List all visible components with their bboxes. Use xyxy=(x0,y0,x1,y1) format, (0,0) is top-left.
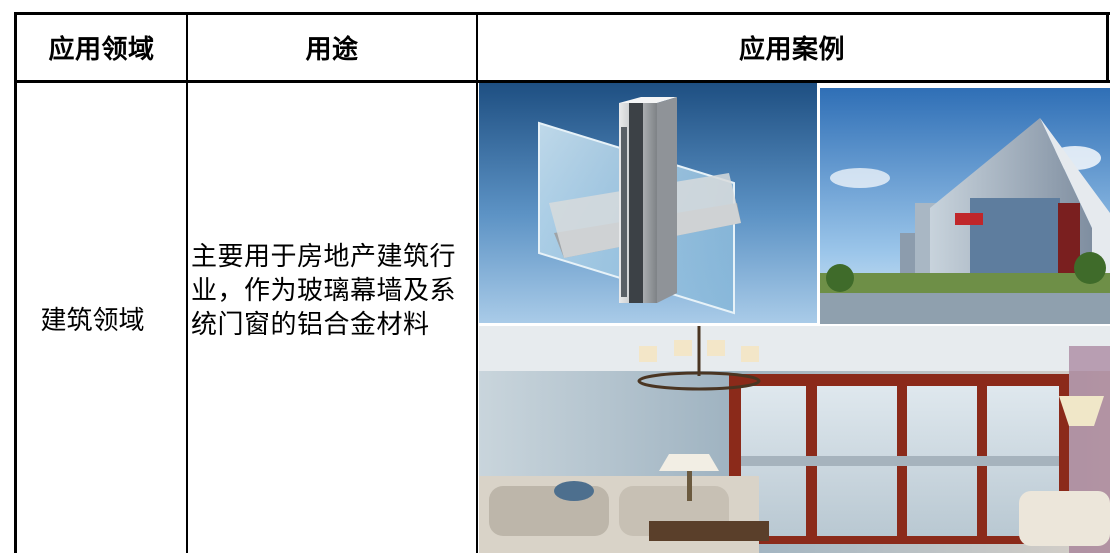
table-right-border xyxy=(1106,12,1109,82)
column-divider-2 xyxy=(476,12,478,553)
usage-line-1: 主要用于房地产建筑行 xyxy=(191,242,457,272)
header-cases: 应用案例 xyxy=(738,34,845,65)
usage-line-3: 统门窗的铝合金材料 xyxy=(191,310,430,340)
table-left-border xyxy=(14,12,17,553)
header-domain: 应用领域 xyxy=(48,34,155,65)
column-divider-1 xyxy=(186,12,188,553)
living-room-window-photo xyxy=(479,326,1110,553)
building-exterior-photo xyxy=(820,88,1110,324)
usage-line-2: 业，作为玻璃幕墙及系 xyxy=(191,276,457,306)
header-usage: 用途 xyxy=(305,34,359,65)
curtain-wall-profile-photo xyxy=(479,83,817,323)
domain-cell: 建筑领域 xyxy=(40,306,145,336)
header-bottom-border xyxy=(14,80,1110,83)
usage-cell: 主要用于房地产建筑行 业，作为玻璃幕墙及系 统门窗的铝合金材料 xyxy=(191,240,481,342)
table-top-border xyxy=(14,12,1110,15)
